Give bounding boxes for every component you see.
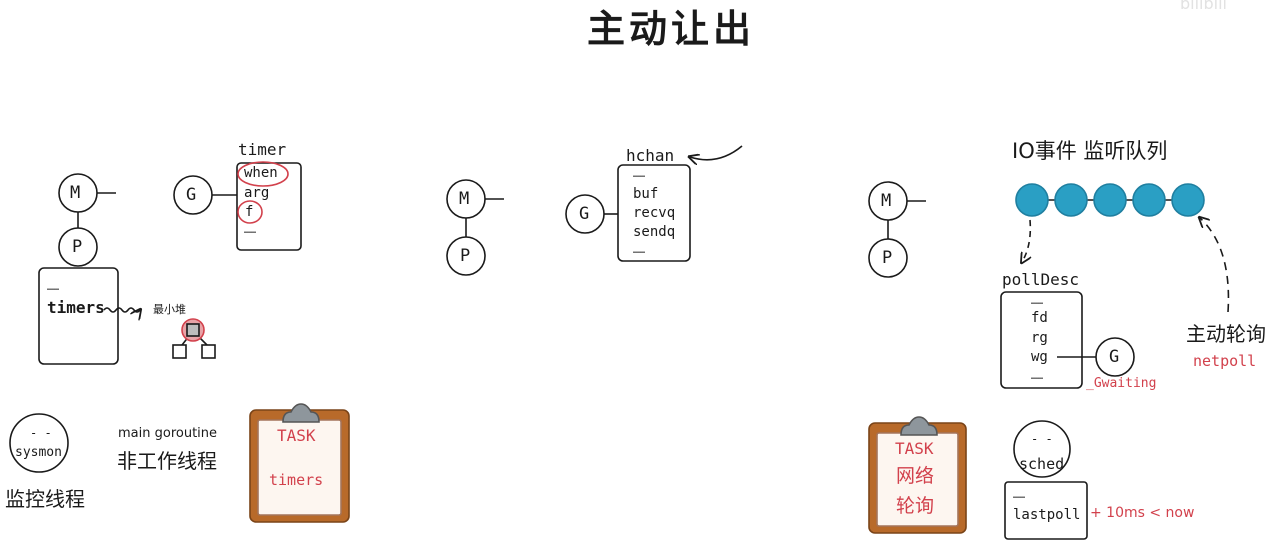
sysmon-avatar <box>9 413 69 473</box>
p-node <box>446 236 486 276</box>
f-highlight <box>237 200 263 224</box>
polldesc-field-wg: wg <box>1031 349 1048 365</box>
p-struct-box <box>38 267 119 365</box>
p-node <box>868 238 908 278</box>
io-queue-node <box>1015 183 1049 217</box>
polldesc-field-more-bottom: …… <box>1031 371 1044 382</box>
sched-name: sched <box>1019 455 1065 473</box>
heap-left-node <box>172 344 187 359</box>
queue-to-polldesc-arrow <box>1022 219 1030 262</box>
io-queue <box>1015 183 1205 217</box>
hchan-field-buf: buf <box>633 186 659 202</box>
g-label: G <box>1109 347 1120 367</box>
timers-to-heap-arrow <box>103 308 140 312</box>
task-item-network: 网络 <box>896 465 935 487</box>
polldesc-field-fd: fd <box>1031 310 1048 326</box>
netpoll-label: netpoll <box>1193 352 1257 370</box>
polldesc-field-rg: rg <box>1031 330 1048 346</box>
task-title: TASK <box>277 426 316 445</box>
p-field-more: …… <box>47 282 60 293</box>
p-label: P <box>460 246 471 266</box>
sched-field-more: …… <box>1013 490 1026 501</box>
hchan-field-more-top: …… <box>633 169 646 180</box>
sched-face: - - <box>1031 432 1053 446</box>
panel-netpoll <box>868 181 1230 540</box>
g-label: G <box>579 204 590 224</box>
task-clipboard-timers <box>249 403 350 523</box>
polldesc-struct-box <box>1000 291 1083 389</box>
non-working-thread-label: 非工作线程 <box>117 449 217 473</box>
sysmon-caption: 监控线程 <box>5 487 85 511</box>
panel-timer <box>9 161 350 523</box>
p-field-timers: timers <box>47 298 105 317</box>
when-highlight <box>237 161 289 187</box>
io-queue-node <box>1093 183 1127 217</box>
hchan-struct-box <box>617 164 691 262</box>
p-label: P <box>882 248 893 268</box>
hchan-field-sendq: sendq <box>633 224 676 240</box>
io-queue-node <box>1054 183 1088 217</box>
netpoll-to-queue-arrow <box>1200 218 1230 313</box>
task-clipboard-netpoll <box>868 416 967 534</box>
hchan-title: hchan <box>626 146 675 165</box>
polldesc-field-more-top: …… <box>1031 296 1044 307</box>
g-state-label: _Gwaiting <box>1086 376 1157 391</box>
timer-field-f: f <box>245 204 254 220</box>
m-label: M <box>881 191 892 211</box>
task-item-timers: timers <box>269 471 324 489</box>
page-title: 主动让出 <box>587 7 756 51</box>
watermark-logo: bilibili <box>1180 0 1227 13</box>
active-poll-label: 主动轮询 <box>1186 322 1266 346</box>
io-queue-node <box>1171 183 1205 217</box>
heap-root-node <box>186 323 200 337</box>
min-heap-label: 最小堆 <box>153 303 186 316</box>
timer-field-when: when <box>244 165 278 181</box>
io-queue-node <box>1132 183 1166 217</box>
sysmon-face: - - <box>30 426 52 440</box>
timer-field-arg: arg <box>244 185 270 201</box>
sched-field-lastpoll: lastpoll <box>1013 507 1081 523</box>
panel-chan <box>446 145 743 276</box>
hchan-pointer-arrow <box>690 145 743 160</box>
polldesc-title: pollDesc <box>1002 270 1080 289</box>
task-item-poll: 轮询 <box>896 495 935 517</box>
p-label: P <box>72 237 83 257</box>
m-label: M <box>70 183 81 203</box>
timer-struct-title: timer <box>238 140 287 159</box>
main-goroutine-label: main goroutine <box>118 426 218 441</box>
sched-avatar <box>1013 420 1071 478</box>
lastpoll-note: + 10ms < now <box>1090 505 1195 521</box>
p-node <box>58 227 98 267</box>
io-queue-title: IO事件 监听队列 <box>1012 139 1168 163</box>
hchan-field-more-bottom: …… <box>633 245 646 256</box>
sched-struct-box <box>1004 481 1088 540</box>
heap-right-node <box>201 344 216 359</box>
task-title: TASK <box>895 439 934 458</box>
timer-field-more: …… <box>244 225 257 236</box>
sysmon-name: sysmon <box>15 445 62 460</box>
g-label: G <box>186 185 197 205</box>
hchan-field-recvq: recvq <box>633 205 676 221</box>
m-label: M <box>459 189 470 209</box>
g-node <box>1095 337 1135 377</box>
